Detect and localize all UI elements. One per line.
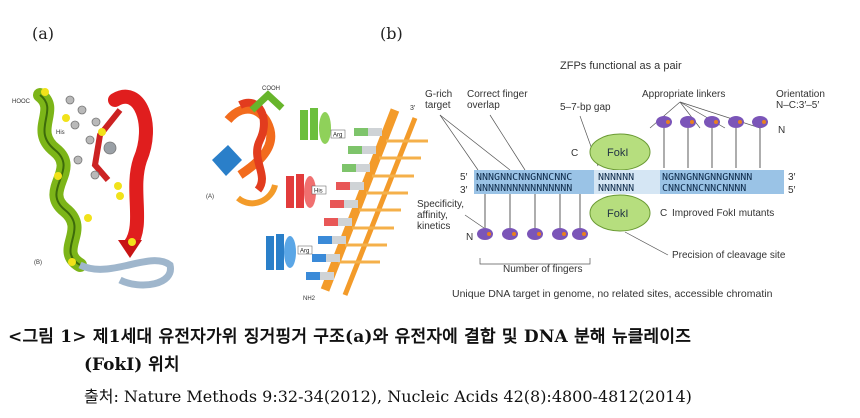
label-precision: Precision of cleavage site (672, 250, 786, 261)
label-n-top: N (778, 125, 785, 136)
label-nh2: NH2 (303, 296, 316, 302)
label-his-2: His (314, 189, 323, 195)
foki-top-label: FokI (607, 147, 628, 159)
seq-bottom-left: NNNNNNNNNNNNNNNN (476, 183, 572, 194)
label-3prime-bottom-left: 3′ (460, 185, 468, 196)
seq-bottom-right: CNNCNNCNNCNNNN (662, 183, 746, 194)
label-unique: Unique DNA target in genome, no related … (452, 288, 773, 300)
diagram-title: ZFPs functional as a pair (560, 60, 682, 72)
label-arg-2: Arg (300, 249, 309, 255)
caption-line-2: (FokI) 위치 (84, 355, 180, 375)
seq-top-right: NGNNGNNGNNGNNNN (662, 172, 752, 183)
caption-source: 출처: Nature Methods 9:32-34(2012), Nuclei… (84, 387, 692, 406)
label-hooc: HOOC (12, 99, 31, 105)
label-linkers: Appropriate linkers (642, 89, 725, 100)
zinc-finger-dna-model: COOH (A) (206, 86, 428, 302)
label-cooh: COOH (262, 86, 280, 92)
label-gap: 5–7-bp gap (560, 102, 611, 113)
label-c-top: C (571, 148, 578, 159)
label-arg-1: Arg (333, 133, 342, 139)
label-3prime-top-right: 3′ (788, 172, 796, 183)
label-5prime-top: 5′ (460, 172, 468, 183)
foki-bottom-label: FokI (607, 208, 628, 220)
panel-label-b: (b) (380, 24, 403, 43)
label-c-bottom: C (660, 208, 667, 219)
seq-top-left: NNNGNNCNNGNNCNNC (476, 172, 572, 183)
figure-canvas: HOOC His (B) COOH (A) (12, 60, 825, 302)
seq-bottom-mid: NNNNNN (598, 183, 634, 194)
label-3prime-a: 3' (410, 105, 415, 112)
caption-line-1: <그림 1> 제1세대 유전자가위 징거핑거 구조(a)와 유전자에 결합 및 … (8, 327, 692, 347)
label-improved: Improved FokI mutants (672, 208, 774, 219)
seq-top-mid: NNNNNN (598, 172, 634, 183)
label-n-bottom: N (466, 232, 473, 243)
label-b: (B) (34, 260, 42, 266)
label-his: His (56, 130, 65, 136)
label-number-fingers: Number of fingers (503, 264, 582, 275)
panel-label-a: (a) (32, 24, 55, 43)
label-specificity: Specificity,affinity,kinetics (417, 199, 464, 232)
label-a: (A) (206, 194, 214, 200)
label-5prime-bottom-right: 5′ (788, 185, 796, 196)
zinc-finger-ribbon: HOOC His (B) (12, 88, 174, 289)
